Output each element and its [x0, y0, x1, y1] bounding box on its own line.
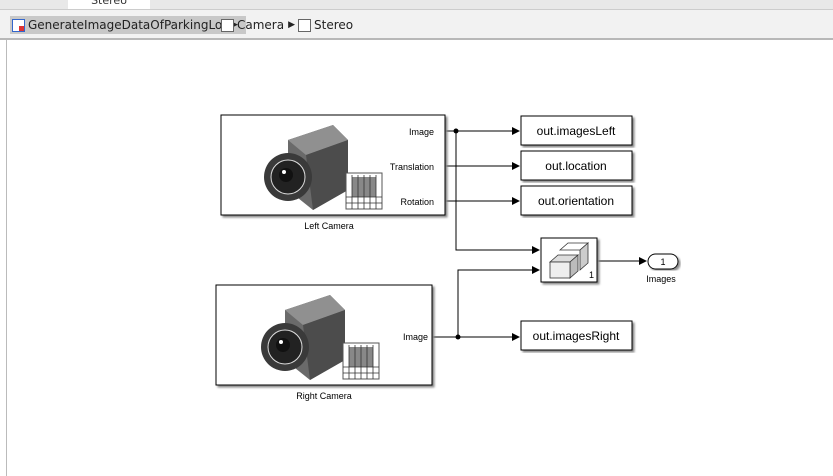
- breadcrumb-label: Camera: [237, 18, 285, 32]
- breadcrumb-arrow-icon[interactable]: ▶: [230, 20, 238, 30]
- svg-text:Images: Images: [646, 274, 676, 284]
- to-workspace-orientation[interactable]: out.orientation: [520, 185, 633, 216]
- concatenate-block[interactable]: 1: [540, 237, 598, 283]
- to-workspace-images-right[interactable]: out.imagesRight: [520, 320, 633, 351]
- tab-stereo[interactable]: Stereo: [68, 0, 150, 9]
- subsystem-icon: [221, 18, 234, 32]
- breadcrumb-label: Stereo: [314, 18, 354, 32]
- to-workspace-images-left[interactable]: out.imagesLeft: [520, 115, 633, 146]
- right-camera-block[interactable]: Image Right Camera: [215, 284, 433, 401]
- breadcrumb-label: GenerateImageDataOfParkingLot: [28, 18, 227, 32]
- port-label: Translation: [390, 162, 434, 172]
- block-name: Right Camera: [296, 391, 352, 401]
- svg-text:out.orientation: out.orientation: [538, 194, 614, 208]
- to-workspace-location[interactable]: out.location: [520, 150, 633, 181]
- outport-images[interactable]: 1 Images: [646, 253, 679, 284]
- svg-text:1: 1: [660, 257, 665, 267]
- model-canvas[interactable]: [6, 40, 833, 476]
- port-label: Image: [403, 332, 428, 342]
- port-label: Rotation: [400, 197, 434, 207]
- svg-text:1: 1: [589, 270, 594, 280]
- cube-icon: [548, 242, 590, 279]
- breadcrumb-item-camera[interactable]: Camera ▶: [219, 16, 299, 34]
- breadcrumb-arrow-icon[interactable]: ▶: [288, 20, 296, 30]
- breadcrumb: GenerateImageDataOfParkingLot ▶ Camera ▶…: [0, 10, 833, 40]
- port-label: Image: [409, 127, 434, 137]
- svg-text:out.imagesLeft: out.imagesLeft: [537, 124, 616, 138]
- left-camera-block[interactable]: Image Translation Rotation Left Camera: [220, 114, 446, 231]
- model-icon: [12, 18, 25, 32]
- svg-text:out.imagesRight: out.imagesRight: [533, 329, 620, 343]
- breadcrumb-item-stereo[interactable]: Stereo: [296, 16, 353, 34]
- breadcrumb-item-root[interactable]: GenerateImageDataOfParkingLot ▶: [10, 16, 246, 34]
- tab-bar: Stereo: [0, 0, 833, 10]
- block-name: Left Camera: [304, 221, 354, 231]
- svg-text:out.location: out.location: [545, 159, 606, 173]
- subsystem-icon: [298, 18, 311, 32]
